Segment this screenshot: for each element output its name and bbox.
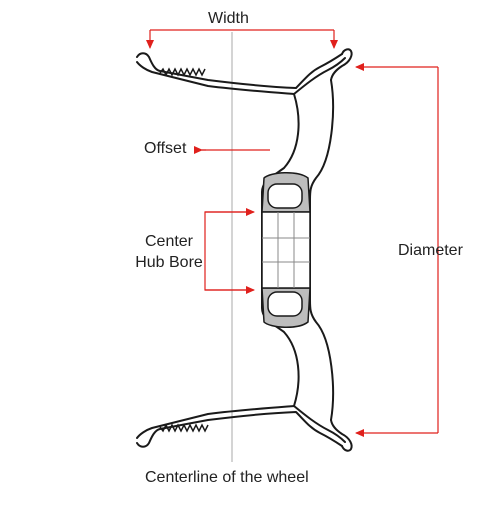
diameter-label: Diameter [398,242,463,259]
lug-hole-upper [267,183,303,209]
width-label: Width [208,10,249,27]
offset-label: Offset [144,140,187,157]
center-hub-bore-label-line2: Hub Bore [135,254,203,271]
width-dimension [146,29,338,49]
hub-section [261,172,311,328]
rim-bead-texture [159,67,209,433]
diameter-dimension [355,63,439,437]
hub-bore-dimension [204,208,255,294]
lug-hole-lower [267,291,303,317]
center-hub-bore-label: Center Hub Bore [134,231,204,273]
center-hub-bore-label-line1: Center [144,233,194,250]
center-bore [261,211,311,289]
centerline-label: Centerline of the wheel [145,469,309,486]
